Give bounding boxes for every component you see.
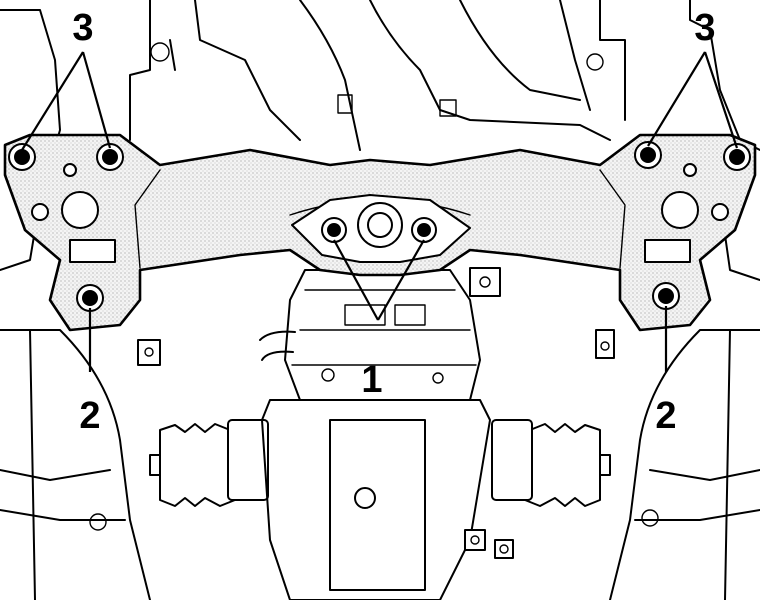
bolt-3-left-outer (8, 143, 36, 171)
bolt-3-right-inner (634, 141, 662, 169)
bolt-3-right-outer (723, 143, 751, 171)
callout-3-right: 3 (694, 7, 715, 49)
callouts: 3 3 1 2 2 (72, 7, 715, 437)
bolt-1-right (411, 217, 437, 243)
drive-shafts (149, 419, 611, 507)
bolt-2-right (652, 282, 680, 310)
leader-lines (21, 51, 739, 372)
cv-boot-right (524, 423, 601, 507)
cv-boot-left (159, 423, 236, 507)
callout-3-left: 3 (72, 7, 93, 49)
callout-1: 1 (361, 359, 382, 401)
bolt-1-left (321, 217, 347, 243)
gearbox (259, 267, 501, 401)
bolt-2-left (76, 284, 104, 312)
final-drive-housing (261, 399, 514, 600)
callout-2-right: 2 (655, 395, 676, 437)
callout-2-left: 2 (79, 395, 100, 437)
